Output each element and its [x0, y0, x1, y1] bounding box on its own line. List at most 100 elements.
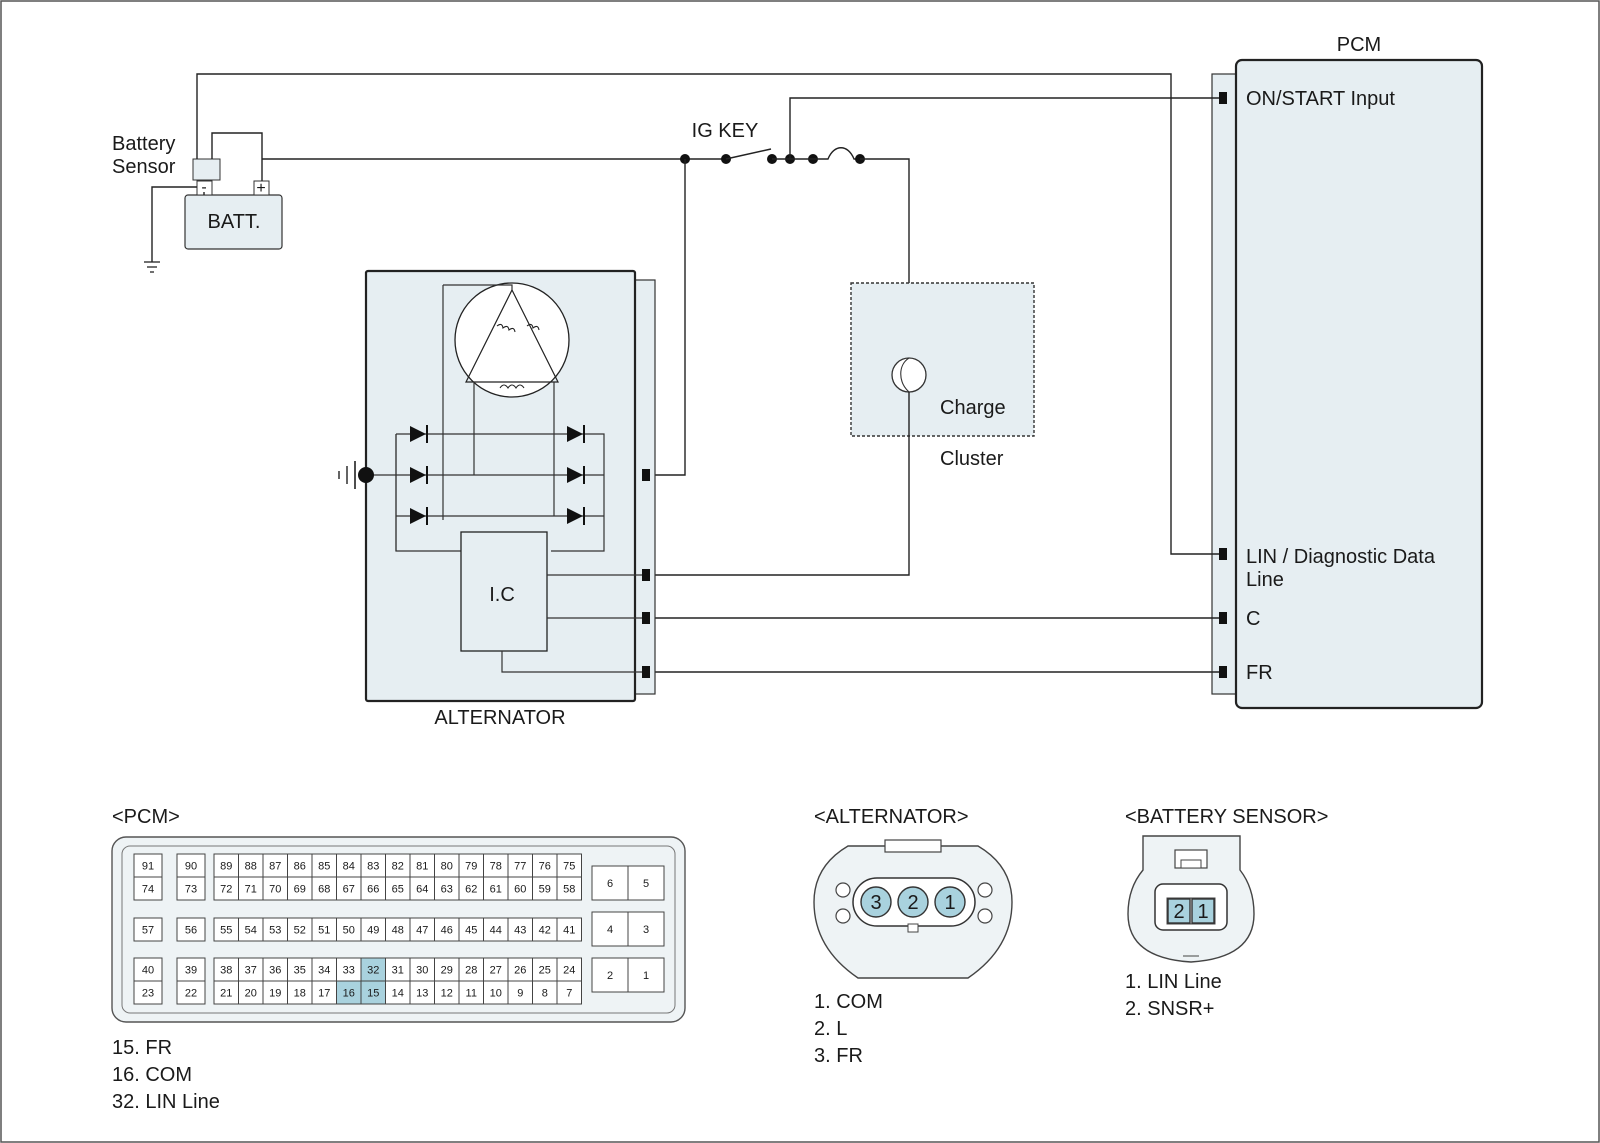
ic-label: I.C [489, 584, 515, 606]
pcm-pin-label: 2 [607, 970, 613, 982]
pcm-pin-label: 40 [142, 965, 154, 977]
pcm-module: PCM ON/START Input LIN / Diagnostic Data… [1211, 34, 1484, 710]
pcm-pin-lin-label-2: Line [1246, 569, 1284, 591]
pcm-pin-label: 81 [416, 861, 428, 873]
pcm-pin-label: 12 [441, 988, 453, 1000]
pcm-pin-label: 75 [563, 861, 575, 873]
battery-minus-label: - [201, 179, 206, 196]
pcm-pin-7 [556, 980, 582, 1005]
pcm-pin-label: 66 [367, 884, 379, 896]
pcm-terminal-fr [1219, 666, 1227, 678]
battery-sensor-connector-title: <BATTERY SENSOR> [1125, 806, 1328, 828]
pcm-pin-label: 61 [490, 884, 502, 896]
pcm-pin-label: 85 [318, 861, 330, 873]
pcm-pin-label: 34 [318, 965, 330, 977]
alternator-connector-title: <ALTERNATOR> [814, 806, 969, 828]
pcm-pin-label: 16 [343, 988, 355, 1000]
pcm-pin-label: 44 [490, 925, 502, 937]
lin-wire [196, 73, 1219, 555]
pcm-pin-label: 18 [294, 988, 306, 1000]
pcm-pin-label: 58 [563, 884, 575, 896]
pcm-pin-label: 69 [294, 884, 306, 896]
pcm-pin-label: 74 [142, 884, 154, 896]
pcm-pin-label: 89 [220, 861, 232, 873]
pcm-pin-label: 25 [539, 965, 551, 977]
battery-label: BATT. [208, 211, 261, 233]
alternator-terminal-b [642, 469, 650, 481]
pcm-pin-58 [556, 876, 582, 901]
pcm-pin-label: 88 [245, 861, 257, 873]
battery-sensor-pin-1-label: 1 [1197, 901, 1208, 923]
charge-lamp-icon [891, 357, 927, 393]
pcm-pin-label: 84 [343, 861, 355, 873]
pcm-pin-73 [176, 876, 206, 901]
pcm-pin-label: 21 [220, 988, 232, 1000]
pcm-terminal-lin [1219, 548, 1227, 560]
pcm-pin-label: 73 [185, 884, 197, 896]
pcm-box [1234, 58, 1484, 710]
pcm-pin-label: 28 [465, 965, 477, 977]
pcm-pin-label: 67 [343, 884, 355, 896]
fuse-icon [813, 147, 859, 160]
pcm-pin-label: 27 [490, 965, 502, 977]
battery-plus-label: + [256, 180, 265, 197]
battery-sensor-loop-wire [211, 132, 263, 181]
pcm-pin-label: 30 [416, 965, 428, 977]
pcm-pin-label: 42 [539, 925, 551, 937]
pcm-legend-3: 32. LIN Line [112, 1091, 220, 1113]
pcm-pin-label: 60 [514, 884, 526, 896]
alternator-legend-2: 2. L [814, 1018, 847, 1040]
battery-sensor-connector: 2 1 [1127, 835, 1255, 963]
pcm-pin-6 [591, 865, 629, 901]
pcm-pin-label: 82 [392, 861, 404, 873]
pcm-pin-label: 36 [269, 965, 281, 977]
pcm-pin-label: 14 [392, 988, 404, 1000]
alternator-terminal-fr [642, 666, 650, 678]
pcm-pin-label: 68 [318, 884, 330, 896]
pcm-pin-label: 33 [343, 965, 355, 977]
cluster-box [850, 282, 1035, 437]
alternator: ALTERNATOR [338, 269, 656, 729]
alternator-pin-3 [860, 886, 892, 918]
ig-key-label: IG KEY [692, 120, 759, 142]
pcm-pin-label: 46 [441, 925, 453, 937]
pcm-pin-label: 77 [514, 861, 526, 873]
pcm-pin-label: 32 [367, 965, 379, 977]
alternator-pin-2-label: 2 [907, 892, 918, 914]
battery-sensor-box [192, 158, 221, 181]
pcm-pin-label: 83 [367, 861, 379, 873]
pcm-pin-c-label: C [1246, 608, 1260, 630]
pcm-pin-label: 19 [269, 988, 281, 1000]
pcm-pin-label: 4 [607, 924, 613, 936]
pcm-terminal-c [1219, 612, 1227, 624]
pcm-pin-label: 37 [245, 965, 257, 977]
charge-lamp-wire [649, 392, 910, 576]
pcm-pin-label: 72 [220, 884, 232, 896]
alternator-pin-2 [897, 886, 929, 918]
pcm-pin-label: 15 [367, 988, 379, 1000]
alternator-connector-strip [632, 279, 656, 695]
alternator-legend-3: 3. FR [814, 1045, 863, 1067]
ground-icon [144, 261, 160, 273]
pcm-pin-label: 71 [245, 884, 257, 896]
pcm-pin-label: 3 [643, 924, 649, 936]
stator-icon [454, 282, 570, 398]
pcm-title: PCM [1337, 34, 1381, 56]
pcm-pin-label: 56 [185, 925, 197, 937]
pcm-pin-label: 29 [441, 965, 453, 977]
pcm-pin-label: 24 [563, 965, 575, 977]
pcm-pin-label: 31 [392, 965, 404, 977]
pcm-pin-label: 48 [392, 925, 404, 937]
pcm-legend-2: 16. COM [112, 1064, 192, 1086]
ic-box [460, 531, 548, 652]
pcm-pin-3 [627, 911, 665, 947]
pcm-pin-on-start-label: ON/START Input [1246, 88, 1395, 110]
cluster: Charge Cluster [850, 282, 1035, 470]
alternator-pin-1 [934, 886, 966, 918]
pcm-pin-label: 13 [416, 988, 428, 1000]
pcm-pin-label: 54 [245, 925, 257, 937]
pcm-terminal-on-start [1219, 92, 1227, 104]
